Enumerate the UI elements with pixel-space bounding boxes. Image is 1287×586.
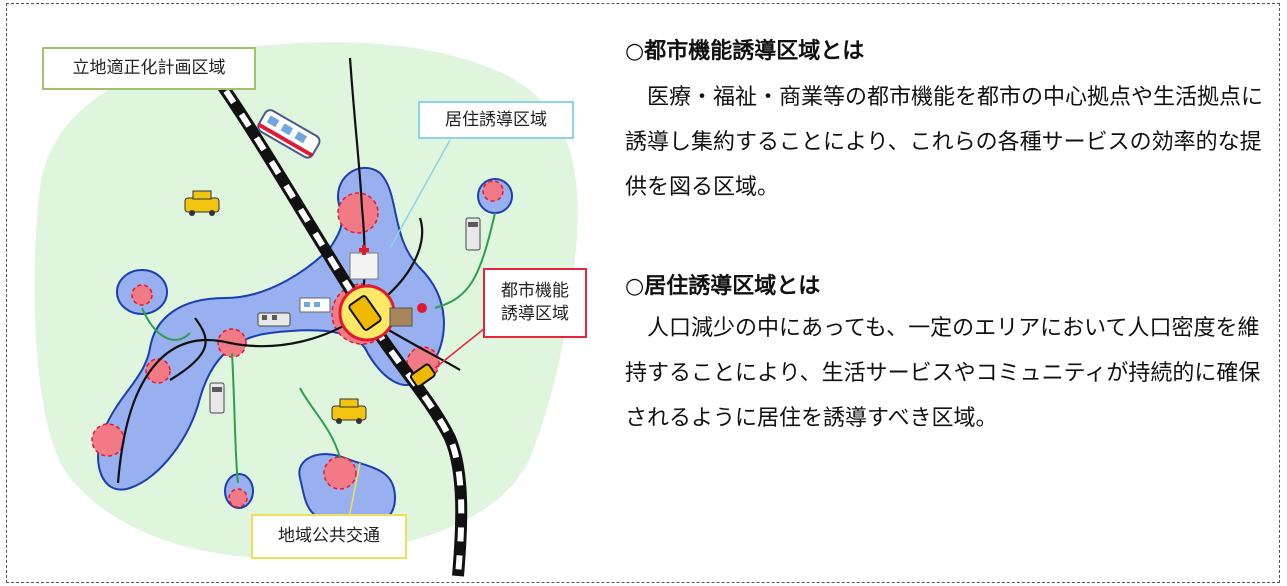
urban-function-area: [131, 284, 153, 306]
bus-icon: [465, 217, 481, 251]
shop-icon: [389, 307, 413, 327]
bus-icon: [257, 312, 291, 327]
urban-function-section-body: 医療・福祉・商業等の都市機能を都市の中心拠点や生活拠点に誘導し集約することにより…: [625, 85, 1264, 200]
urban-function-area: [228, 488, 248, 508]
station-marker-icon: [417, 303, 427, 313]
diagram-frame: [6, 3, 1280, 583]
public-transport-lines: [141, 212, 496, 484]
taxi-icon: [184, 190, 220, 216]
station-icon: [299, 297, 331, 313]
urban-function-area: [337, 192, 379, 234]
urban-function-area: [482, 180, 504, 202]
urban-plan-diagram: [34, 42, 578, 577]
residence-section-title: ○居住誘導区域とは: [625, 274, 821, 299]
public-transport-label: 地域公共交通: [251, 514, 407, 559]
hub-car-icon: [348, 295, 382, 331]
urban-function-area-label: 都市機能 誘導区域: [483, 268, 587, 338]
residence-area-main: [97, 167, 445, 491]
urban-function-area: [145, 358, 171, 384]
residence-area-label: 居住誘導区域: [418, 101, 574, 139]
hospital-icon: [349, 245, 379, 280]
taxi-icon: [331, 398, 367, 424]
residence-section-body: 人口減少の中にあっても、一定のエリアにおいて人口密度を維持することにより、生活サ…: [625, 316, 1261, 431]
planning-area-label: 立地適正化計画区域: [42, 47, 256, 90]
callout-leaders: [347, 139, 486, 524]
urban-function-section-title: ○都市機能誘導区域とは: [625, 39, 865, 64]
bus-icon: [209, 382, 225, 414]
railway: [205, 64, 468, 577]
urban-function-area: [323, 456, 357, 490]
urban-function-area: [91, 423, 125, 457]
car-icon: [409, 363, 436, 388]
train-icon: [257, 109, 321, 159]
